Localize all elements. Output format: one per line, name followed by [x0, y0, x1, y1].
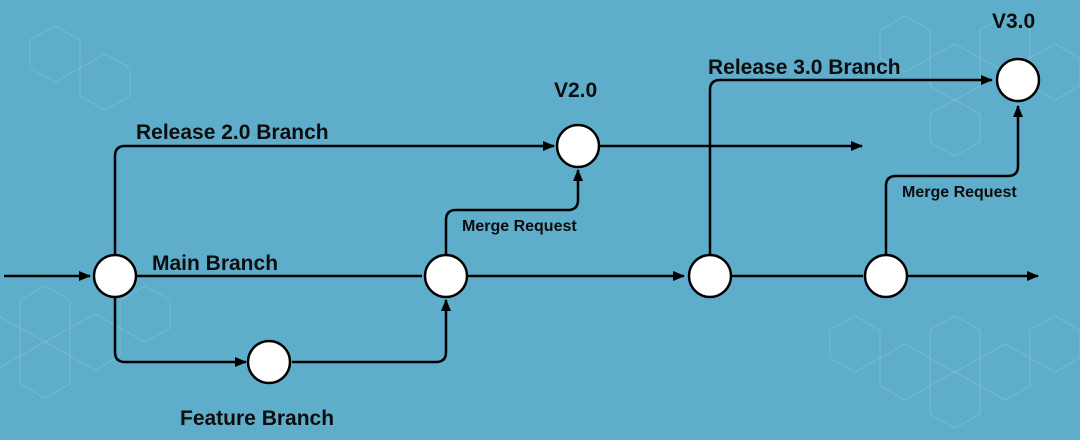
release-3-branch-line	[708, 75, 993, 254]
merge-request-1-label: Merge Request	[462, 218, 577, 235]
feature-branch-line	[113, 298, 247, 367]
release-2-branch-label: Release 2.0 Branch	[136, 121, 329, 144]
feature-branch-label: Feature Branch	[180, 407, 334, 430]
commit-node-feature	[246, 339, 292, 385]
commit-node-main-release3	[687, 253, 733, 299]
release-3-branch-label: Release 3.0 Branch	[708, 56, 901, 79]
v2-label: V2.0	[554, 79, 597, 102]
merge-request-2-label: Merge Request	[902, 184, 1017, 201]
main-branch-label: Main Branch	[152, 252, 278, 275]
commit-node-main-merge	[423, 253, 469, 299]
commit-node-v2	[555, 123, 601, 169]
v3-label: V3.0	[992, 10, 1035, 33]
commit-node-v3	[995, 57, 1041, 103]
hex-pattern-left	[0, 25, 171, 399]
merge-request-1-line	[444, 169, 583, 254]
commit-node-main-mr2	[863, 253, 909, 299]
commit-node-main-start	[92, 253, 138, 299]
feature-merge-line	[292, 299, 451, 364]
release-2-branch-line	[113, 141, 555, 254]
merge-request-2-line	[884, 105, 1023, 254]
